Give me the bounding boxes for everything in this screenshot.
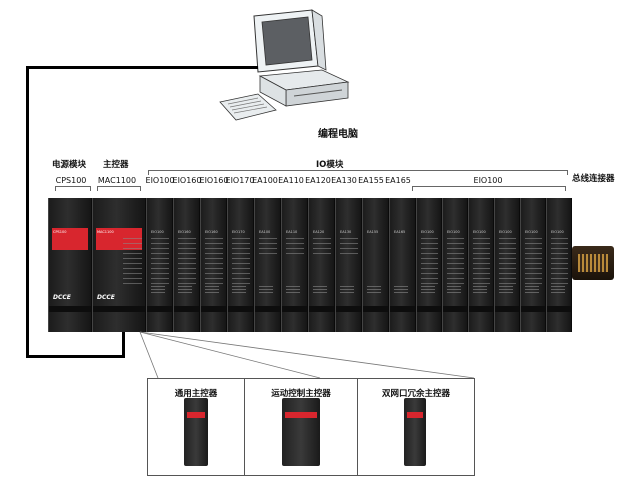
io-module: EIO160	[200, 198, 227, 332]
io-module: EIO160	[173, 198, 200, 332]
module-rail: CPS100 DCCE MAC1100 DCCE EIO100 EIO160 E…	[48, 198, 574, 332]
io-module: EA110	[281, 198, 308, 332]
io-module: EA120	[308, 198, 335, 332]
module-label: EIO170	[225, 176, 255, 185]
redundant-controller-image	[404, 398, 426, 466]
bus-connector-label: 总线连接器	[572, 174, 615, 184]
module-label: EIO100	[145, 176, 175, 185]
network-cable-bottom	[26, 355, 125, 358]
pc-label: 编程电脑	[318, 129, 358, 140]
module-label: EIO160	[172, 176, 202, 185]
brand-logo: DCCE	[53, 294, 71, 301]
module-label: EA155	[358, 176, 384, 185]
io-module: EIO100	[442, 198, 468, 332]
module-label: CPS100	[55, 176, 87, 185]
io-module: EIO100	[468, 198, 494, 332]
io-module: EIO100	[494, 198, 520, 332]
module-label: EA165	[385, 176, 411, 185]
eio-group-bracket	[412, 186, 566, 191]
power-module: CPS100 DCCE	[48, 198, 92, 332]
cps-bracket	[55, 186, 91, 191]
mac-bracket	[97, 186, 141, 191]
main-controller-label: 主控器	[103, 160, 129, 170]
module-label: EA130	[331, 176, 357, 185]
network-cable-up	[122, 320, 125, 358]
io-module: EIO100	[520, 198, 546, 332]
io-module-label: IO模块	[316, 160, 344, 170]
power-module-label: 电源模块	[52, 160, 87, 170]
io-module: EIO100	[416, 198, 442, 332]
option-title: 双网口冗余主控器	[381, 389, 450, 399]
module-label: EA110	[278, 176, 304, 185]
io-module: EIO100	[546, 198, 572, 332]
general-controller-image	[184, 398, 208, 466]
module-label: EIO100	[473, 176, 503, 185]
io-module: EIO100	[146, 198, 173, 332]
brand-logo: DCCE	[97, 294, 115, 301]
network-cable-left	[26, 66, 29, 358]
io-module-bracket	[148, 170, 568, 175]
bus-connector	[572, 246, 614, 280]
module-label: EIO160	[199, 176, 229, 185]
module-label: EA120	[305, 176, 331, 185]
option-title: 运动控制主控器	[271, 389, 331, 399]
io-module: EA130	[335, 198, 362, 332]
io-module: EIO170	[227, 198, 254, 332]
network-cable-top	[28, 66, 258, 69]
module-label: MAC1100	[97, 176, 137, 185]
io-module: EA165	[389, 198, 416, 332]
io-module: EA155	[362, 198, 389, 332]
io-module: EA100	[254, 198, 281, 332]
module-label: EA100	[252, 176, 278, 185]
option-title: 通用主控器	[174, 389, 218, 399]
main-controller-module: MAC1100 DCCE	[92, 198, 146, 332]
programming-computer-icon	[219, 9, 350, 121]
motion-controller-image	[282, 398, 320, 466]
